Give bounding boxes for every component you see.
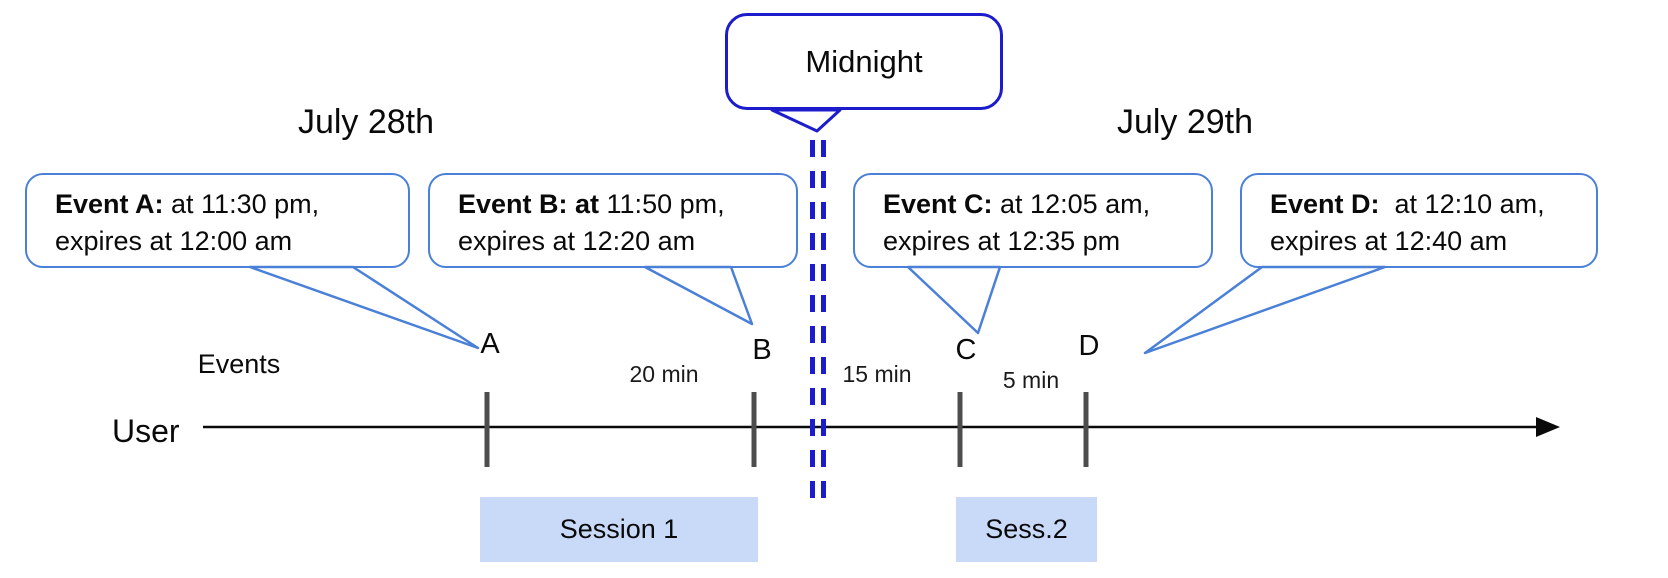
session-2-label: Sess.2 xyxy=(985,514,1068,544)
event-a-line2: expires at 12:00 am xyxy=(55,226,293,256)
midnight-label: Midnight xyxy=(805,43,923,79)
event-d-time: at 12:10 am, xyxy=(1379,189,1545,219)
event-b-time: 11:50 pm, xyxy=(599,189,725,219)
callout-event-a: Event A: at 11:30 pm, expires at 12:00 a… xyxy=(25,173,410,268)
callout-tail-d xyxy=(1143,265,1387,355)
tick-label-c: C xyxy=(955,334,977,366)
date-label-july-29: July 29th xyxy=(1116,103,1254,141)
event-b-title: Event B: at xyxy=(458,189,600,219)
events-axis-label: Events xyxy=(197,349,281,379)
event-b-line1: Event B: at 11:50 pm, xyxy=(458,186,788,223)
midnight-callout: Midnight xyxy=(725,13,1003,110)
callout-tail-c xyxy=(906,265,1002,335)
event-c-line2: expires at 12:35 pm xyxy=(883,226,1121,256)
event-d-title: Event D: xyxy=(1270,189,1380,219)
interval-label-20min: 20 min xyxy=(629,361,699,387)
callout-tail-a xyxy=(248,265,480,350)
tick-label-b: B xyxy=(752,334,772,366)
callout-event-d: Event D: at 12:10 am, expires at 12:40 a… xyxy=(1240,173,1598,268)
session-1-label: Session 1 xyxy=(559,514,679,544)
event-d-line2: expires at 12:40 am xyxy=(1270,226,1508,256)
midnight-callout-tail xyxy=(770,108,842,133)
user-axis-label: User xyxy=(112,413,180,449)
timeline-arrowhead-icon xyxy=(1536,417,1560,437)
event-a-title: Event A: xyxy=(55,189,164,219)
callout-tail-b xyxy=(643,265,754,326)
event-b-line2: expires at 12:20 am xyxy=(458,226,696,256)
event-a-line1: Event A: at 11:30 pm, xyxy=(55,186,400,223)
event-c-time: at 12:05 am, xyxy=(992,189,1151,219)
interval-label-5min: 5 min xyxy=(1002,367,1060,393)
event-c-title: Event C: xyxy=(883,189,993,219)
date-label-july-28: July 28th xyxy=(297,103,435,141)
session-2-box: Sess.2 xyxy=(956,497,1097,562)
interval-label-15min: 15 min xyxy=(842,361,912,387)
callout-event-b: Event B: at 11:50 pm, expires at 12:20 a… xyxy=(428,173,798,268)
event-c-line1: Event C: at 12:05 am, xyxy=(883,186,1203,223)
callout-event-c: Event C: at 12:05 am, expires at 12:35 p… xyxy=(853,173,1213,268)
tick-label-a: A xyxy=(480,328,500,360)
tick-label-d: D xyxy=(1078,330,1100,362)
event-d-line1: Event D: at 12:10 am, xyxy=(1270,186,1588,223)
session-1-box: Session 1 xyxy=(480,497,758,562)
event-a-time: at 11:30 pm, xyxy=(163,189,320,219)
